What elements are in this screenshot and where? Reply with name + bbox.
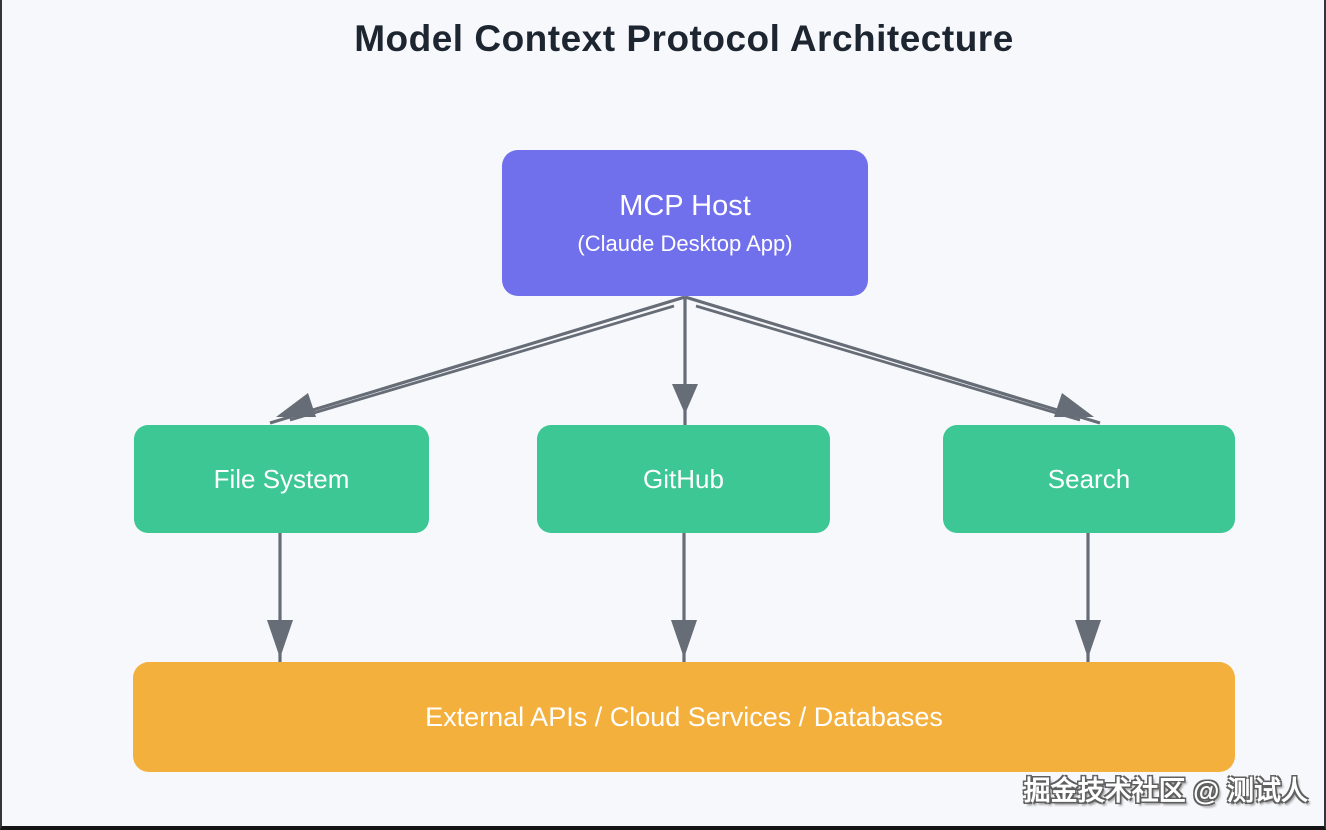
node-mcp-host-sublabel: (Claude Desktop App) <box>577 230 793 256</box>
node-github-label: GitHub <box>643 463 724 494</box>
node-file-system-label: File System <box>213 463 350 494</box>
node-search-label: Search <box>1047 463 1131 494</box>
watermark: 掘金技术社区 @ 测试人 <box>1023 776 1308 806</box>
node-mcp-host: MCP Host (Claude Desktop App) <box>502 150 868 296</box>
page-title: Model Context Protocol Architecture <box>354 18 1014 59</box>
node-search: Search <box>943 425 1235 533</box>
node-file-system: File System <box>134 425 429 533</box>
edge-host-to-search <box>684 295 1101 425</box>
edge-host-to-file-system <box>269 295 686 425</box>
node-github: GitHub <box>537 425 830 533</box>
node-external-apis-label: External APIs / Cloud Services / Databas… <box>425 701 943 732</box>
edge-host-to-github <box>672 297 698 425</box>
node-external-apis: External APIs / Cloud Services / Databas… <box>133 662 1235 772</box>
edge-file-system-to-external <box>267 533 293 662</box>
edge-search-to-external <box>1075 533 1101 662</box>
edge-github-to-external <box>671 533 697 662</box>
node-mcp-host-label: MCP Host <box>619 189 751 222</box>
